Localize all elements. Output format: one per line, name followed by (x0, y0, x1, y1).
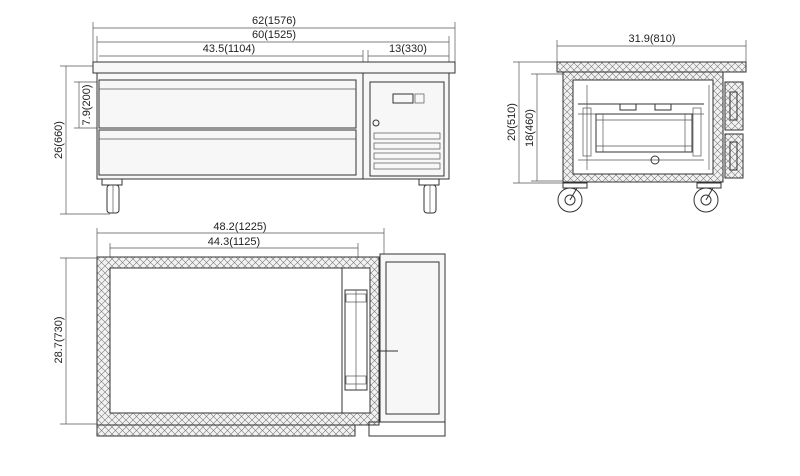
door-lock-icon (372, 119, 380, 127)
temperature-display (392, 93, 414, 104)
side-dimension-lines (513, 40, 747, 184)
top-compressor-box (379, 253, 446, 423)
dim-drawer-width: 43.5(1104) (203, 43, 255, 55)
compressor-panel (369, 81, 445, 177)
top-drawer-face (96, 424, 356, 437)
front-drawer-upper (98, 79, 357, 129)
dim-depth-730: 28.7(730) (53, 316, 65, 363)
side-caster-left (557, 182, 588, 213)
front-caster-right (418, 178, 440, 214)
top-cabinet-interior (109, 267, 343, 414)
dim-drawer-height: 7.9(200) (81, 85, 93, 126)
side-caster-right (693, 182, 722, 213)
side-drawer-front (724, 81, 744, 131)
dim-compressor-width: 13(330) (389, 43, 427, 55)
dim-outer-width: 48.2(1225) (213, 221, 266, 233)
dim-height-460: 18(460) (524, 109, 536, 147)
compressor-vents (373, 132, 441, 170)
top-dimension-lines (60, 228, 385, 425)
dim-overall-height: 26(660) (53, 121, 65, 159)
side-knob-icon (650, 155, 660, 165)
front-drawer-lower (98, 129, 357, 176)
dim-depth: 31.9(810) (628, 33, 675, 45)
top-drawer-slide (344, 289, 368, 391)
front-caster-left (101, 178, 123, 214)
dim-top-width: 60(1525) (252, 29, 296, 41)
front-countertop (92, 61, 456, 74)
top-view: 48.2(1225) 44.3(1125) 28.7(730) (53, 221, 446, 437)
dim-overall-width: 62(1576) (252, 15, 296, 27)
front-view: 62(1576) 60(1525) 43.5(1104) 13(330) 7.9… (53, 15, 456, 215)
top-base-plate (368, 421, 446, 437)
dim-inner-width: 44.3(1125) (208, 236, 260, 248)
front-cabinet (96, 72, 450, 180)
side-view: 31.9(810) 20(510) 18(460) (506, 33, 747, 213)
side-drawer-rack (578, 85, 710, 170)
dim-height-510: 20(510) (506, 103, 518, 141)
side-countertop (556, 61, 747, 73)
front-dimension-lines (60, 22, 456, 215)
